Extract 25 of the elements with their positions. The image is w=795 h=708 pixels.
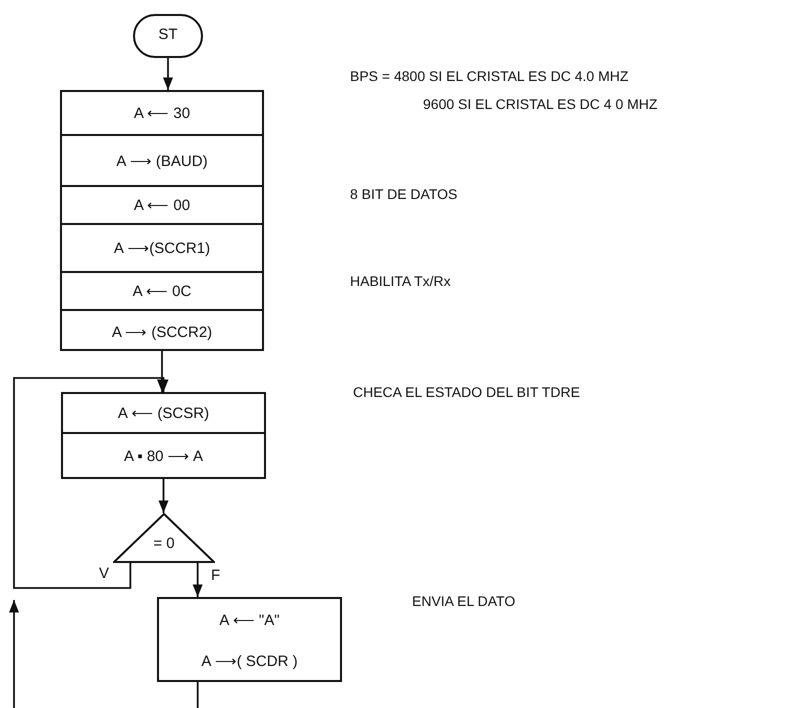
instruction-text: A ⟶ (SCCR2) (62, 309, 262, 353)
note-text: 9600 SI EL CRISTAL ES DC 4 0 MHZ (423, 95, 658, 114)
connector-arrow (158, 479, 169, 513)
connector-arrow (192, 563, 203, 597)
process-box (60, 90, 264, 351)
note-text: CHECA EL ESTADO DEL BIT TDRE (353, 383, 581, 402)
instruction-text: A ⟶( SCDR ) (200, 652, 299, 672)
note-text: HABILITA Tx/Rx (350, 272, 451, 290)
instruction-text: A ⟵ "A" (218, 611, 281, 631)
process-box (61, 392, 266, 479)
instruction-text: A ⟶(SCCR1) (62, 223, 262, 271)
note-text: BPS = 4800 SI EL CRISTAL ES DC 4.0 MHZ (350, 67, 628, 86)
note-text: 8 BIT DE DATOS (350, 185, 458, 204)
terminal-label: ST (158, 26, 178, 43)
instruction-text: A ⟵ (SCSR) (116, 404, 210, 424)
process-box (157, 597, 342, 682)
instruction-text: A ⟵ 0C (62, 271, 262, 309)
note-text: ENVIA EL DATO (412, 592, 516, 610)
instruction-text: A ⟶ (BAUD) (62, 134, 262, 185)
connector-arrow (13, 377, 169, 589)
instruction-text: A ▪ 80 ⟶ A (63, 432, 264, 477)
instruction-text: A ⟵ 00 (62, 185, 262, 223)
instruction-text: A ⟵ 30 (132, 104, 192, 124)
condition-label: = 0 (153, 535, 175, 552)
connector-arrow (162, 58, 174, 90)
